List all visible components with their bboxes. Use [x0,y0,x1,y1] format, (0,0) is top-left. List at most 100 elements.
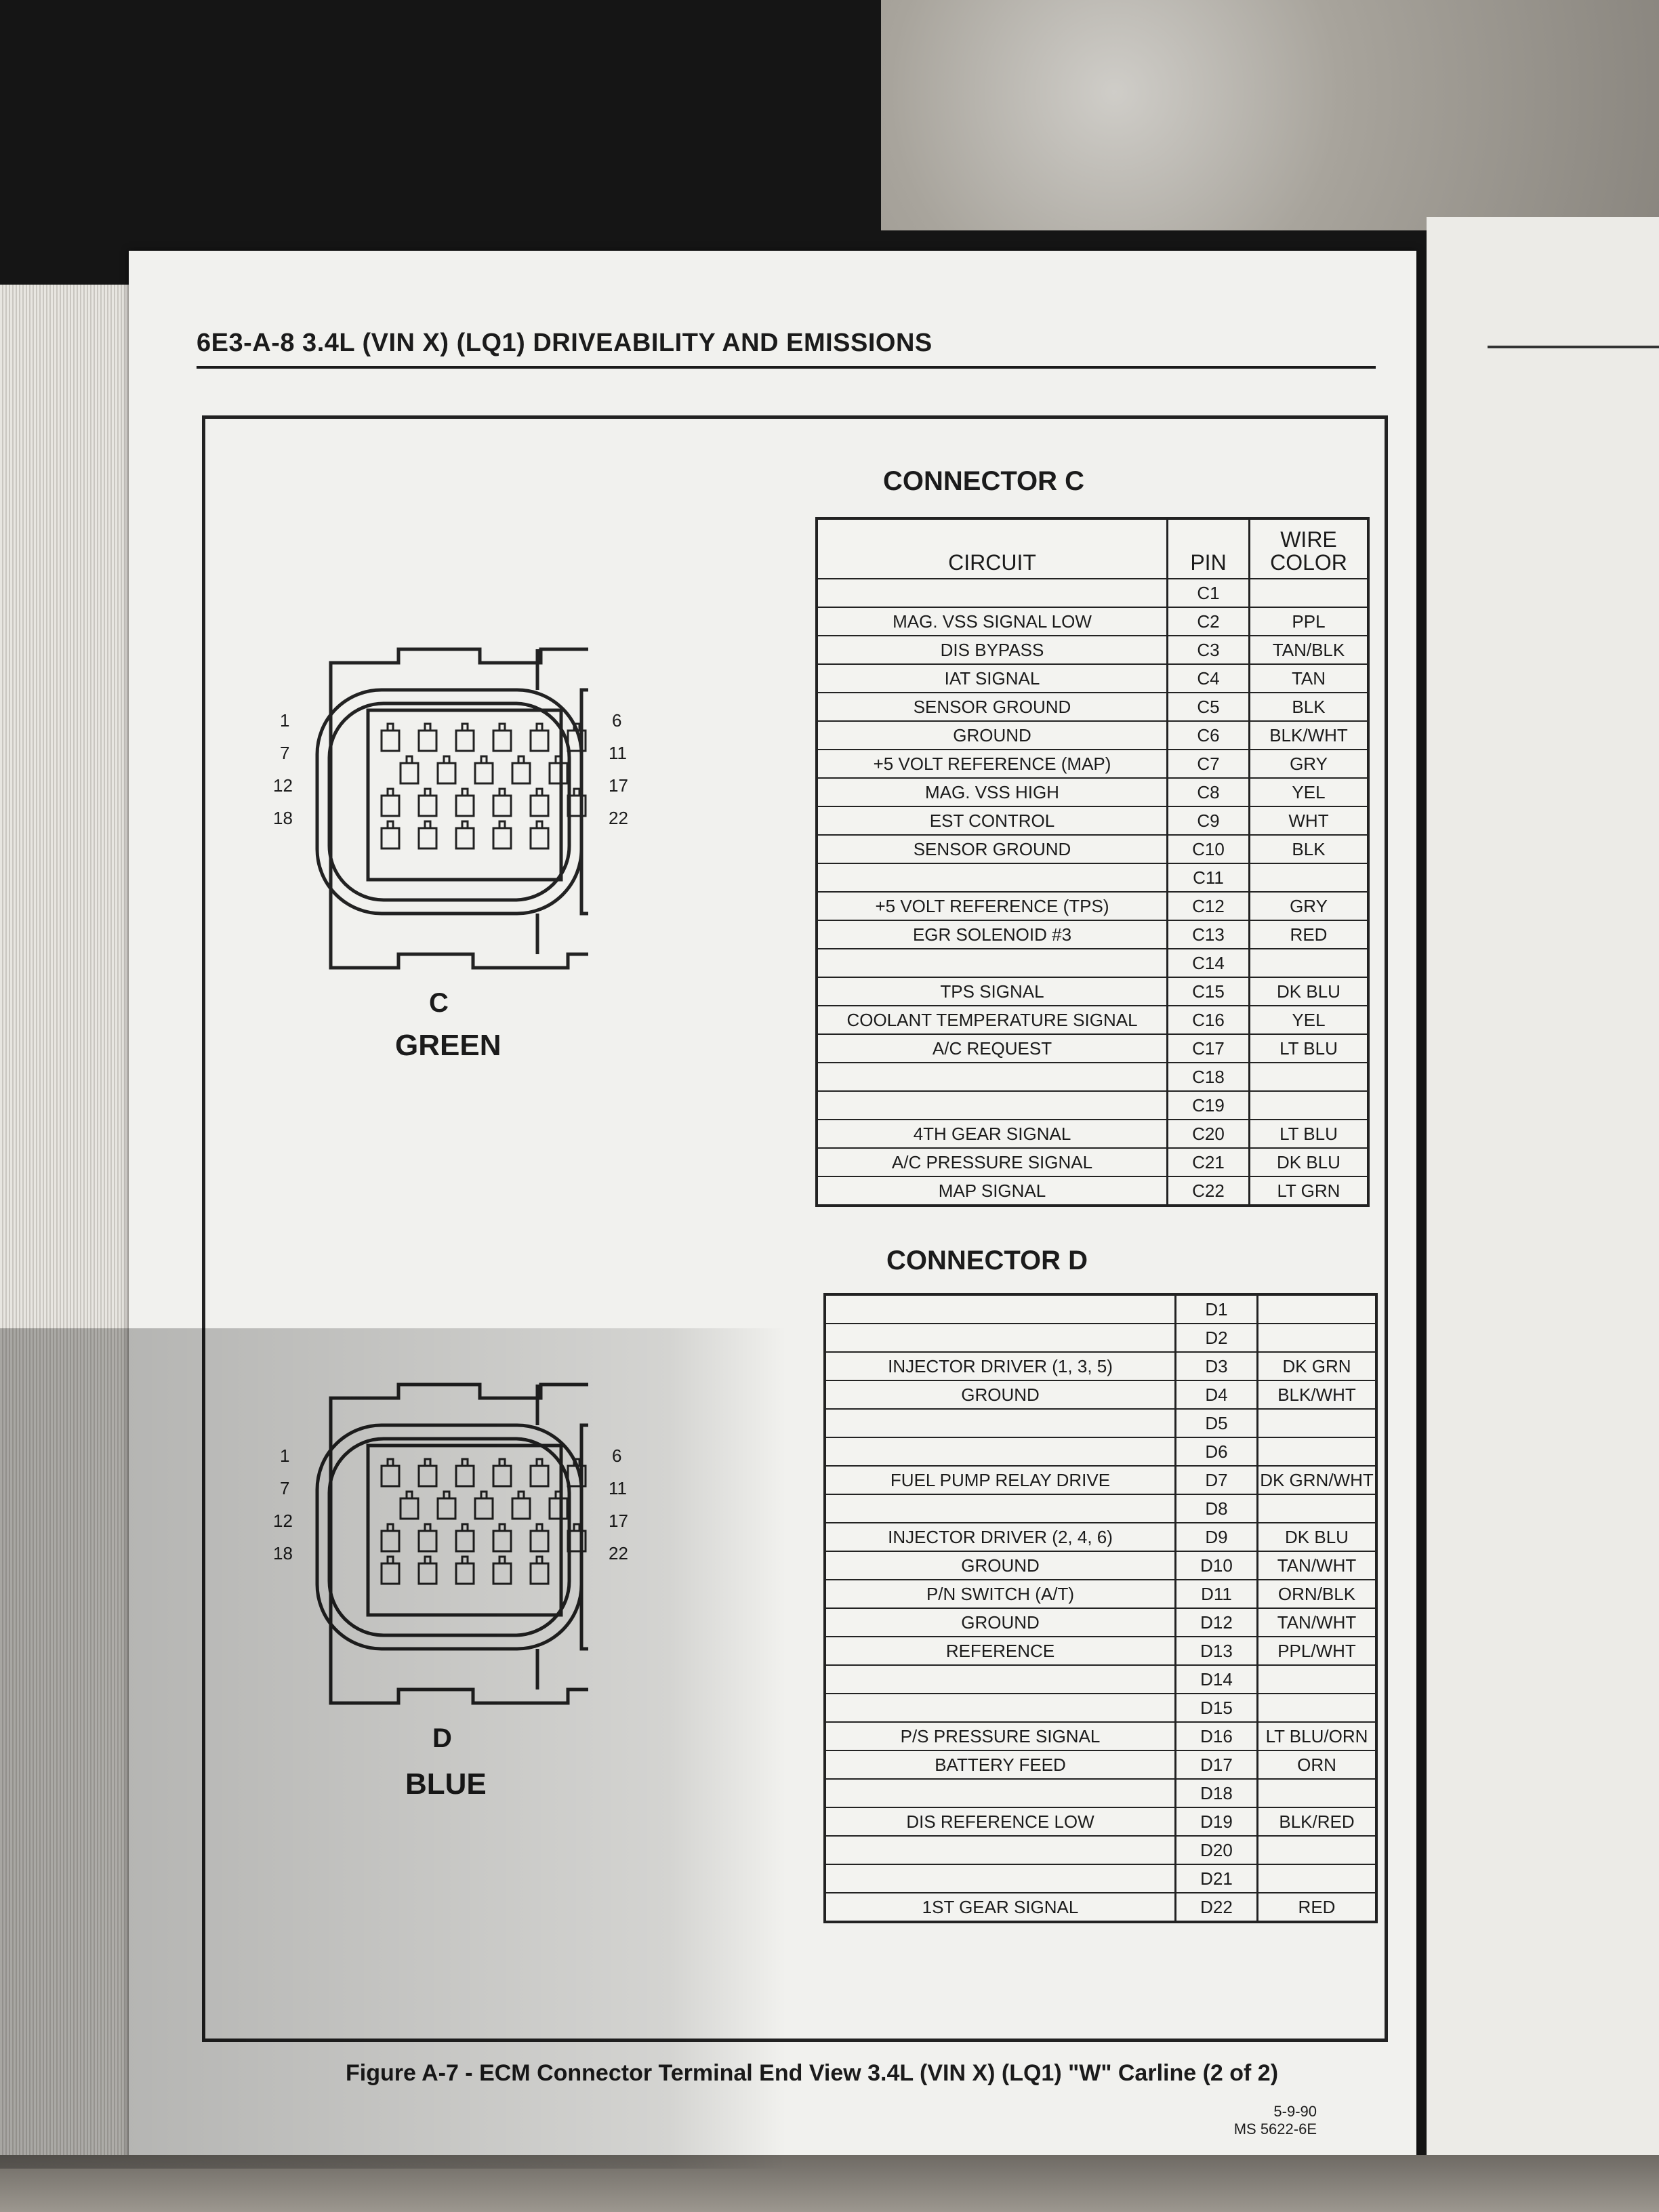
wire-color-cell: TAN/BLK [1249,636,1370,665]
terminal-latch [535,1555,544,1565]
terminal-latch [535,1458,544,1467]
pin-cell: D3 [1175,1352,1258,1381]
wire-color-cell [1257,1836,1378,1865]
circuit-cell: GROUND [825,1551,1176,1580]
circuit-cell: MAP SIGNAL [817,1176,1168,1206]
pin-cell: D13 [1175,1637,1258,1666]
terminal-cavity [529,1465,550,1488]
pin-cell: D6 [1175,1437,1258,1467]
pin-cell: C4 [1167,664,1250,693]
circuit-cell: IAT SIGNAL [817,664,1168,693]
terminal-latch [386,722,394,732]
pin-cell: D9 [1175,1523,1258,1552]
table-row: D15 [825,1694,1378,1723]
terminal-latch [535,722,544,732]
pin-cell: C22 [1167,1176,1250,1206]
pin-cell: C13 [1167,920,1250,949]
connector-c-title: CONNECTOR C [883,466,1085,496]
circuit-cell [825,1694,1176,1723]
terminal-cavity [380,1530,401,1553]
circuit-cell [817,579,1168,608]
terminal-latch [386,1555,394,1565]
terminal-cavity [455,1562,475,1585]
pin-cell: C2 [1167,607,1250,636]
terminal-latch [535,1523,544,1532]
wire-color-cell: DK GRN/WHT [1257,1466,1378,1495]
table-row: C1 [817,579,1370,608]
page-stack-edge [0,285,136,2169]
circuit-cell: INJECTOR DRIVER (1, 3, 5) [825,1352,1176,1381]
wire-color-cell: YEL [1249,1006,1370,1035]
terminal-cavity [399,762,419,785]
wire-color-cell: DK BLU [1249,977,1370,1006]
terminal-latch [498,1555,506,1565]
circuit-cell: EGR SOLENOID #3 [817,920,1168,949]
terminal-latch [517,755,525,764]
terminal-latch [535,787,544,797]
pin-cell: C21 [1167,1148,1250,1177]
terminal-latch [517,1490,525,1500]
pin-cell: C10 [1167,835,1250,864]
terminal-latch [386,787,394,797]
circuit-cell: GROUND [817,721,1168,750]
wire-color-cell: RED [1249,920,1370,949]
circuit-cell: A/C PRESSURE SIGNAL [817,1148,1168,1177]
pin-cell: D14 [1175,1665,1258,1694]
terminal-latch [386,820,394,830]
wire-color-cell [1257,1779,1378,1808]
terminal-latch [573,787,581,797]
wire-color-cell: LT BLU/ORN [1257,1722,1378,1751]
pin-cell: C5 [1167,693,1250,722]
terminal-cavity [455,729,475,752]
pin-label-1: 1 [280,710,290,731]
circuit-cell: GROUND [825,1380,1176,1410]
terminal-cavity [417,1530,438,1553]
wire-color-cell [1257,1864,1378,1893]
circuit-cell: EST CONTROL [817,806,1168,836]
terminal-latch [535,820,544,830]
terminal-cavity [380,729,401,752]
pin-cell: D2 [1175,1324,1258,1353]
circuit-cell [825,1836,1176,1865]
circuit-cell: SENSOR GROUND [817,835,1168,864]
wire-color-cell: PPL/WHT [1257,1637,1378,1666]
table-row: C19 [817,1091,1370,1120]
pin-label-11: 11 [609,743,627,763]
pin-cell: D15 [1175,1694,1258,1723]
table-row: C14 [817,949,1370,978]
wire-color-cell [1249,1063,1370,1092]
facing-page [1427,217,1659,2169]
wire-color-cell: LT BLU [1249,1034,1370,1063]
terminal-latch [461,787,469,797]
terminal-cavity [417,794,438,817]
terminal-latch [443,755,451,764]
wire-color-cell: BLK [1249,835,1370,864]
terminal-cavity [380,1465,401,1488]
terminal-cavity [399,1497,419,1520]
table-row: D8 [825,1494,1378,1523]
pin-cell: D16 [1175,1722,1258,1751]
pin-cell: D5 [1175,1409,1258,1438]
terminal-cavity [492,729,512,752]
cloth-background [0,2155,1659,2212]
wire-color-cell [1249,579,1370,608]
pin-label-7: 7 [280,1478,290,1498]
pin-cell: D19 [1175,1807,1258,1837]
terminal-latch [498,787,506,797]
terminal-cavity [417,1465,438,1488]
circuit-cell [825,1437,1176,1467]
terminal-cavity [529,729,550,752]
circuit-cell [817,863,1168,893]
terminal-cavity [529,1530,550,1553]
circuit-cell: BATTERY FEED [825,1750,1176,1780]
